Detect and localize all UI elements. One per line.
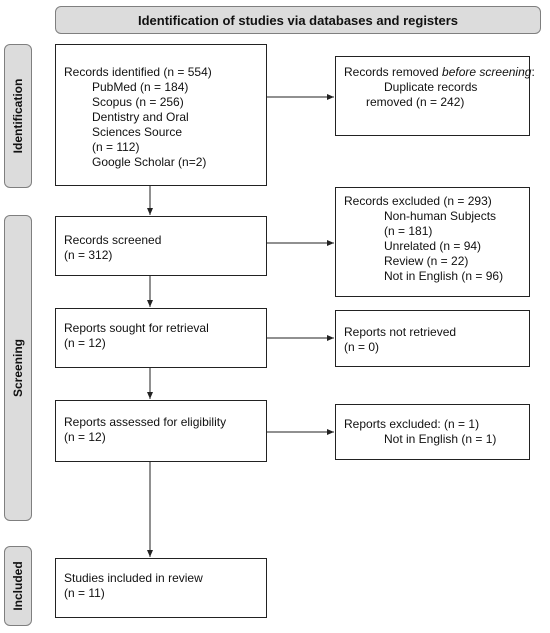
reports-not-retrieved-line2: (n = 0) [344,340,380,354]
source-item: (n = 112) [92,140,140,154]
records-screened-line2: (n = 312) [64,248,113,262]
records-removed-title: Records removed before screening: [344,65,535,80]
records-screened-box: Records screened (n = 312) [55,216,267,276]
phase-identification: Identification [4,44,32,188]
source-item: Dentistry and Oral [92,110,189,124]
source-item: Scopus (n = 256) [92,95,184,109]
phase-included: Included [4,546,32,626]
exclusion-reason: Non-human Subjects [384,209,497,223]
studies-included-line2: (n = 11) [64,586,105,600]
records-identified-title: Records identified (n = 554) [64,65,212,79]
reports-sought-box: Reports sought for retrieval (n = 12) [55,308,267,368]
source-item: Google Scholar (n=2) [92,155,207,169]
exclusion-reason: Review (n = 22) [384,254,469,268]
studies-included-line1: Studies included in review [64,571,203,585]
reports-excluded-line2: Not in English (n = 1) [384,432,497,446]
diagram-header: Identification of studies via databases … [55,6,541,34]
source-item: Sciences Source [92,125,183,139]
reports-excluded-box: Reports excluded: (n = 1) Not in English… [335,404,530,460]
records-excluded-title: Records excluded (n = 293) [344,194,492,208]
records-removed-italic: before screening [442,65,532,79]
reports-assessed-line1: Reports assessed for eligibility [64,415,227,429]
studies-included-box: Studies included in review (n = 11) [55,558,267,618]
reports-assessed-box: Reports assessed for eligibility (n = 12… [55,400,267,462]
exclusion-reason: Unrelated (n = 94) [384,239,482,253]
records-excluded-box: Records excluded (n = 293) Non-human Sub… [335,187,530,297]
reports-not-retrieved-line1: Reports not retrieved [344,325,457,339]
source-item: PubMed (n = 184) [92,80,189,94]
header-title: Identification of studies via databases … [137,12,459,28]
phase-screening: Screening [4,215,32,521]
records-screened-line1: Records screened [64,233,162,247]
records-removed-line3: removed (n = 242) [366,95,465,109]
records-removed-text: Records removed [344,65,443,79]
reports-sought-line1: Reports sought for retrieval [64,321,209,335]
reports-assessed-line2: (n = 12) [64,430,106,444]
exclusion-reason: (n = 181) [384,224,433,238]
records-identified-box: Records identified (n = 554) PubMed (n =… [55,44,267,186]
exclusion-reason: Not in English (n = 96) [384,269,504,283]
records-removed-line2: Duplicate records [384,80,478,94]
records-removed-box: Records removed before screening: Duplic… [335,56,535,136]
reports-excluded-line1: Reports excluded: (n = 1) [344,417,480,431]
reports-sought-line2: (n = 12) [64,336,106,350]
records-removed-colon: : [531,65,535,79]
reports-not-retrieved-box: Reports not retrieved (n = 0) [335,310,530,367]
